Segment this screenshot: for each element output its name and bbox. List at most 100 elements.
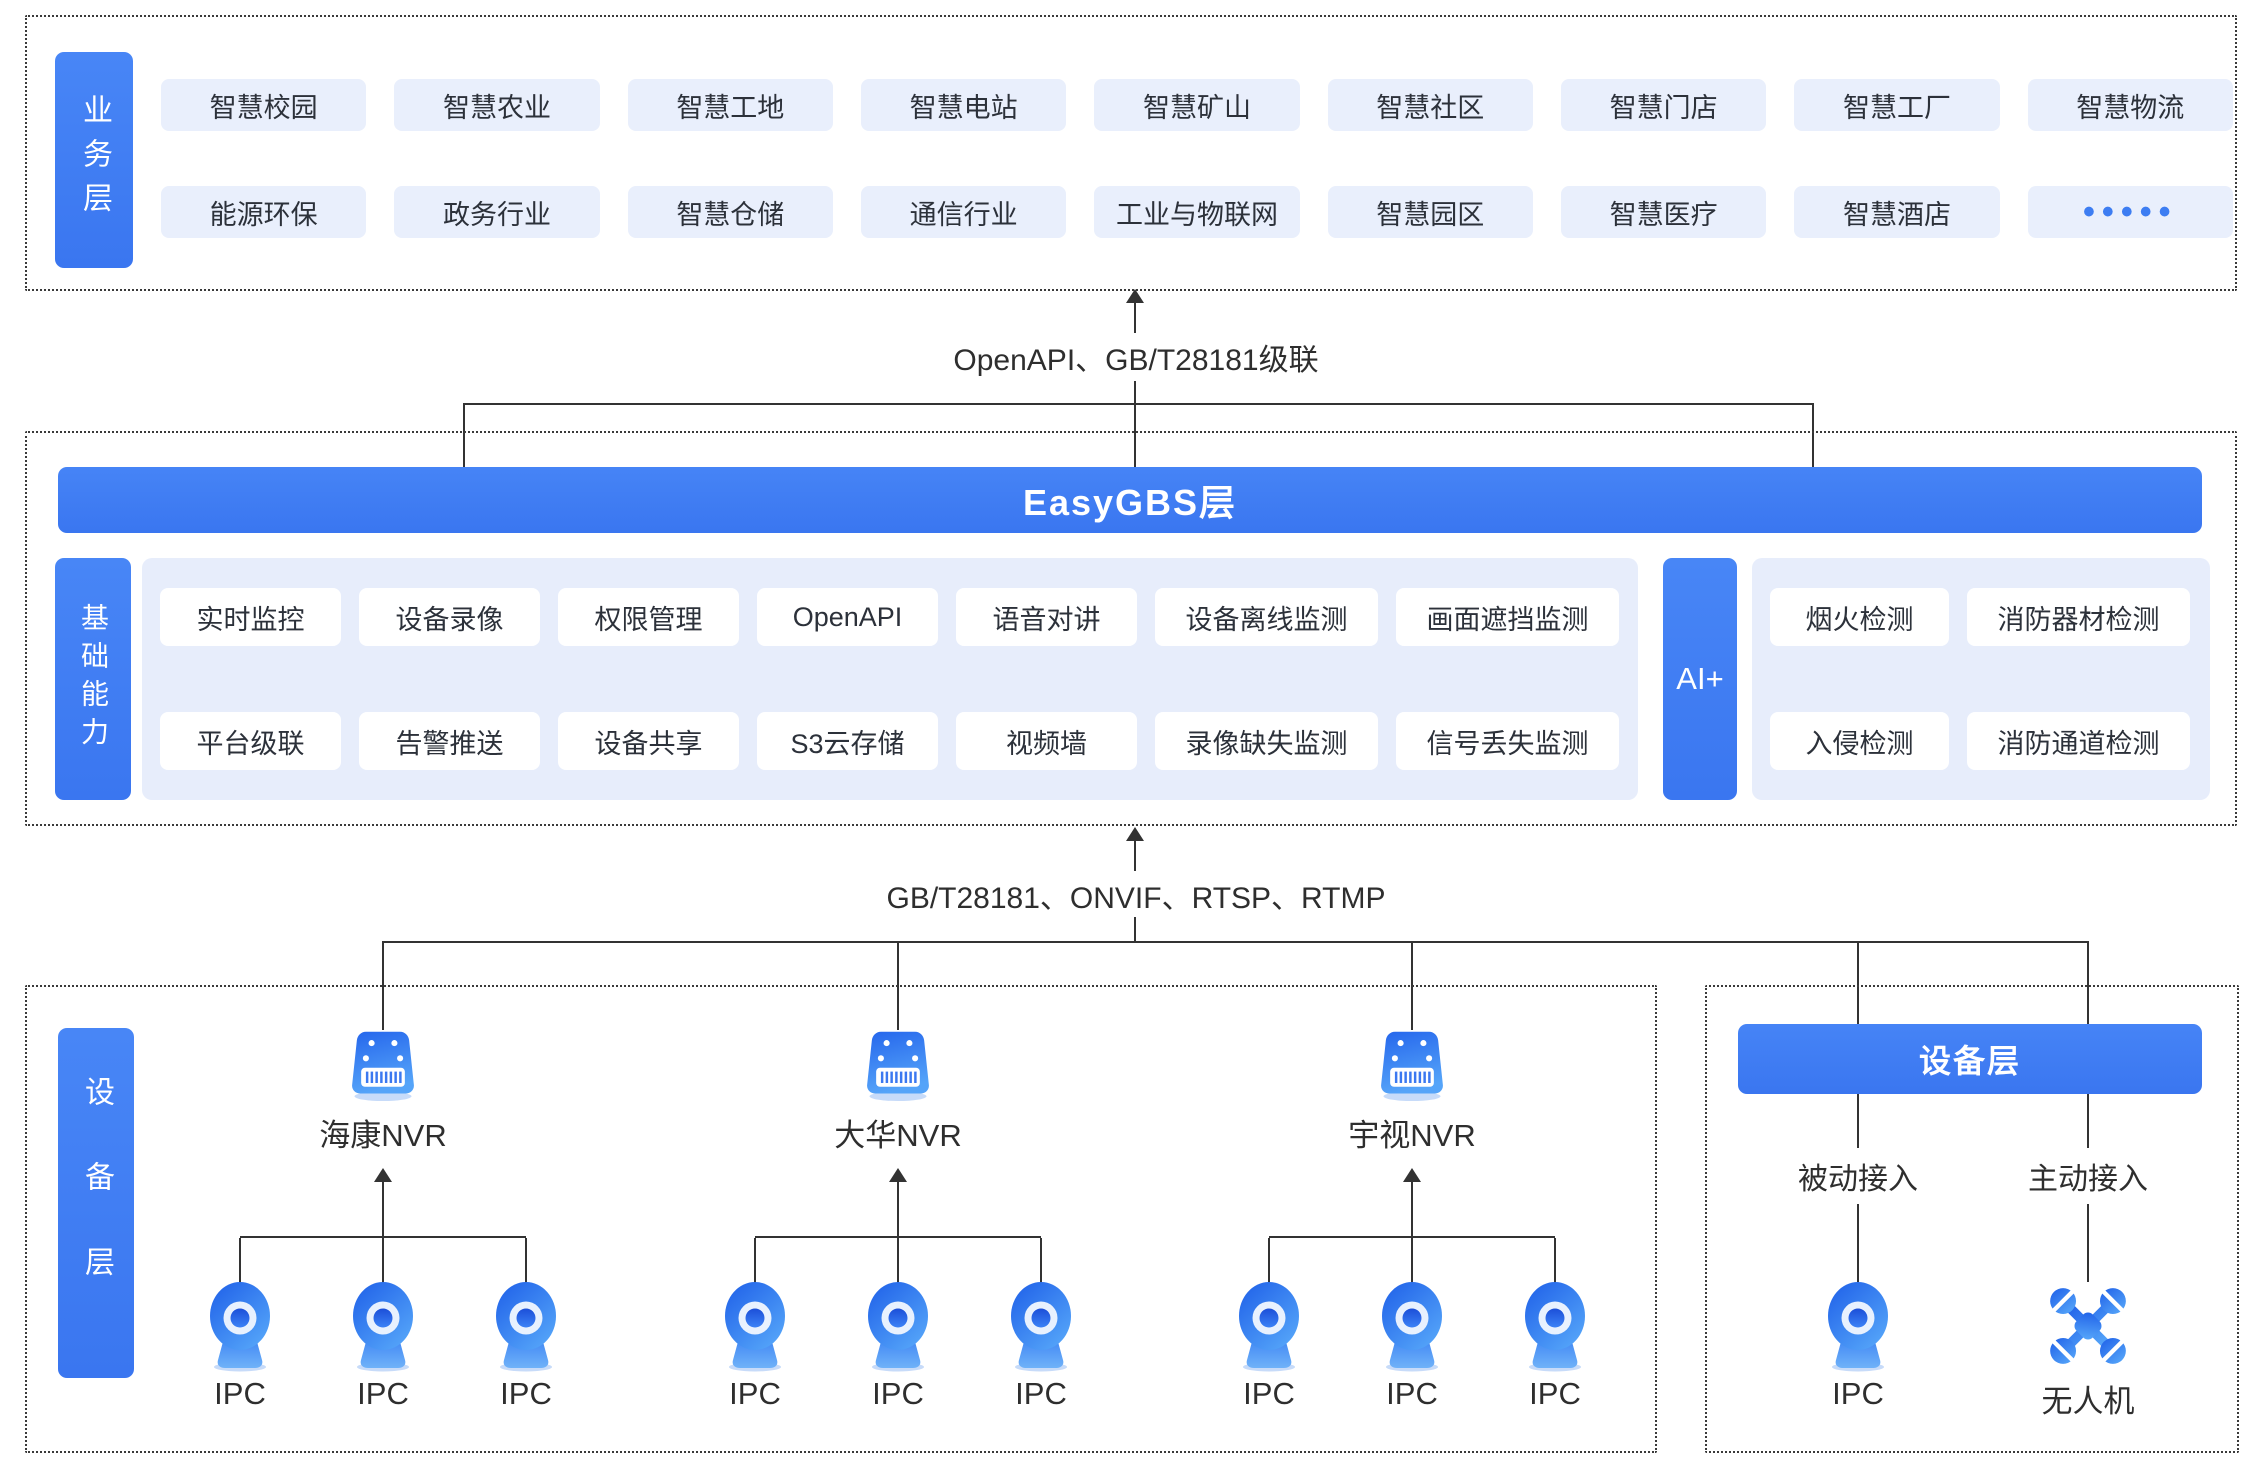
platform-layer-box bbox=[25, 431, 2237, 826]
ai-chip: 烟火检测 bbox=[1770, 588, 1949, 646]
business-chip: 能源环保 bbox=[161, 186, 367, 238]
connector-bottom-label: GB/T28181、ONVIF、RTSP、RTMP bbox=[886, 882, 1386, 915]
ipc-label: IPC bbox=[1529, 1376, 1581, 1411]
ai-plus-label: AI+ bbox=[1663, 558, 1737, 800]
capability-chip: 设备离线监测 bbox=[1155, 588, 1378, 646]
bracket-line bbox=[1812, 404, 1814, 467]
capability-label: 基础能力 bbox=[55, 558, 131, 800]
nvr-label: 大华NVR bbox=[834, 1118, 962, 1153]
ai-panel: 烟火检测 消防器材检测 入侵检测 消防通道检测 bbox=[1752, 558, 2210, 800]
connector-line bbox=[897, 1181, 899, 1238]
business-chip: 智慧社区 bbox=[1327, 79, 1533, 131]
ai-chip: 消防通道检测 bbox=[1967, 712, 2190, 770]
drone-label: 无人机 bbox=[2041, 1384, 2135, 1419]
bracket-line bbox=[1268, 1238, 1270, 1302]
ipc-icon bbox=[1816, 1280, 1900, 1372]
ai-row-1: 烟火检测 消防器材检测 bbox=[1770, 588, 2190, 646]
bracket-line bbox=[525, 1238, 527, 1302]
capability-chip: 信号丢失监测 bbox=[1396, 712, 1619, 770]
business-layer-box bbox=[25, 15, 2237, 291]
bracket-line bbox=[240, 1236, 526, 1238]
connector-line bbox=[1411, 1181, 1413, 1238]
capability-row-2: 平台级联 告警推送 设备共享 S3云存储 视频墙 录像缺失监测 信号丢失监测 bbox=[160, 712, 1619, 770]
capability-chip: 录像缺失监测 bbox=[1155, 712, 1378, 770]
business-chip-more: ••••• bbox=[2027, 186, 2233, 238]
drop-line bbox=[2087, 941, 2089, 1282]
business-chip: 智慧门店 bbox=[1560, 79, 1767, 131]
connector-line bbox=[382, 1181, 384, 1238]
ai-chip: 消防器材检测 bbox=[1967, 588, 2190, 646]
bracket-line bbox=[1411, 1238, 1413, 1302]
business-chip: 智慧仓储 bbox=[627, 186, 833, 238]
ipc-icon bbox=[856, 1280, 940, 1372]
capability-panel: 实时监控 设备录像 权限管理 OpenAPI 语音对讲 设备离线监测 画面遮挡监… bbox=[142, 558, 1638, 800]
ipc-label: IPC bbox=[1015, 1376, 1067, 1411]
capability-chip: 画面遮挡监测 bbox=[1396, 588, 1619, 646]
arrow-up-icon bbox=[889, 1168, 907, 1182]
business-chip: 智慧医疗 bbox=[1560, 186, 1767, 238]
capability-chip: 平台级联 bbox=[160, 712, 341, 770]
ipc-label: IPC bbox=[214, 1376, 266, 1411]
nvr-label: 宇视NVR bbox=[1348, 1118, 1476, 1153]
ipc-label: IPC bbox=[500, 1376, 552, 1411]
business-chip: 工业与物联网 bbox=[1094, 186, 1300, 238]
nvr-group: 宇视NVR IPC IPC IPC bbox=[1222, 1022, 1602, 1442]
business-chip-row-1: 智慧校园 智慧农业 智慧工地 智慧电站 智慧矿山 智慧社区 智慧门店 智慧工厂 … bbox=[161, 79, 2233, 131]
ipc-icon bbox=[1227, 1280, 1311, 1372]
nvr-group: 海康NVR IPC IPC IPC bbox=[193, 1022, 573, 1442]
ipc-icon bbox=[1513, 1280, 1597, 1372]
ipc-icon bbox=[341, 1280, 425, 1372]
business-chip-row-2: 能源环保 政务行业 智慧仓储 通信行业 工业与物联网 智慧园区 智慧医疗 智慧酒… bbox=[161, 186, 2233, 238]
capability-chip: 设备共享 bbox=[558, 712, 739, 770]
nvr-icon bbox=[1364, 1026, 1460, 1102]
ipc-icon bbox=[999, 1280, 1083, 1372]
capability-chip: 权限管理 bbox=[558, 588, 739, 646]
nvr-group: 大华NVR IPC IPC IPC bbox=[708, 1022, 1088, 1442]
business-layer-label: 业务层 bbox=[55, 52, 133, 268]
bracket-line bbox=[382, 1238, 384, 1302]
bracket-line bbox=[1269, 1236, 1555, 1238]
connector-line bbox=[1134, 302, 1136, 333]
capability-chip: S3云存储 bbox=[757, 712, 938, 770]
connector-top-label: OpenAPI、GB/T28181级联 bbox=[953, 344, 1319, 377]
capability-chip: 语音对讲 bbox=[956, 588, 1137, 646]
nvr-icon bbox=[335, 1026, 431, 1102]
active-access-label: 主动接入 bbox=[2013, 1148, 2163, 1204]
business-chip: 智慧园区 bbox=[1327, 186, 1533, 238]
ipc-icon bbox=[713, 1280, 797, 1372]
bracket-line bbox=[1040, 1238, 1042, 1302]
arrow-up-icon bbox=[1126, 289, 1144, 303]
ai-row-2: 入侵检测 消防通道检测 bbox=[1770, 712, 2190, 770]
connector-line bbox=[1134, 840, 1136, 871]
ipc-label: IPC bbox=[872, 1376, 924, 1411]
business-chip: 智慧矿山 bbox=[1094, 79, 1300, 131]
business-chip: 智慧电站 bbox=[860, 79, 1067, 131]
easygbs-banner: EasyGBS层 bbox=[58, 467, 2202, 533]
access-panel-banner: 设备层 bbox=[1738, 1024, 2202, 1094]
arrow-up-icon bbox=[374, 1168, 392, 1182]
capability-chip: 设备录像 bbox=[359, 588, 540, 646]
connector-line bbox=[1134, 917, 1136, 943]
bracket-line bbox=[755, 1236, 1041, 1238]
capability-chip: OpenAPI bbox=[757, 588, 938, 646]
capability-chip: 实时监控 bbox=[160, 588, 341, 646]
business-chip: 智慧工地 bbox=[627, 79, 833, 131]
bracket-line bbox=[463, 403, 1814, 405]
capability-chip: 告警推送 bbox=[359, 712, 540, 770]
bracket-line bbox=[239, 1238, 241, 1302]
ipc-label: IPC bbox=[1243, 1376, 1295, 1411]
capability-chip: 视频墙 bbox=[956, 712, 1137, 770]
access-panel-box bbox=[1705, 985, 2239, 1453]
distribution-line bbox=[382, 941, 2089, 943]
business-chip: 智慧农业 bbox=[394, 79, 600, 131]
business-chip: 智慧酒店 bbox=[1794, 186, 2000, 238]
passive-access-label: 被动接入 bbox=[1783, 1148, 1933, 1204]
nvr-label: 海康NVR bbox=[319, 1118, 447, 1153]
ai-chip: 入侵检测 bbox=[1770, 712, 1949, 770]
arrow-up-icon bbox=[1403, 1168, 1421, 1182]
device-layer-box bbox=[25, 985, 1657, 1453]
ipc-label: IPC bbox=[1832, 1376, 1884, 1411]
ipc-icon bbox=[198, 1280, 282, 1372]
business-chip: 通信行业 bbox=[860, 186, 1067, 238]
arrow-up-icon bbox=[1126, 827, 1144, 841]
